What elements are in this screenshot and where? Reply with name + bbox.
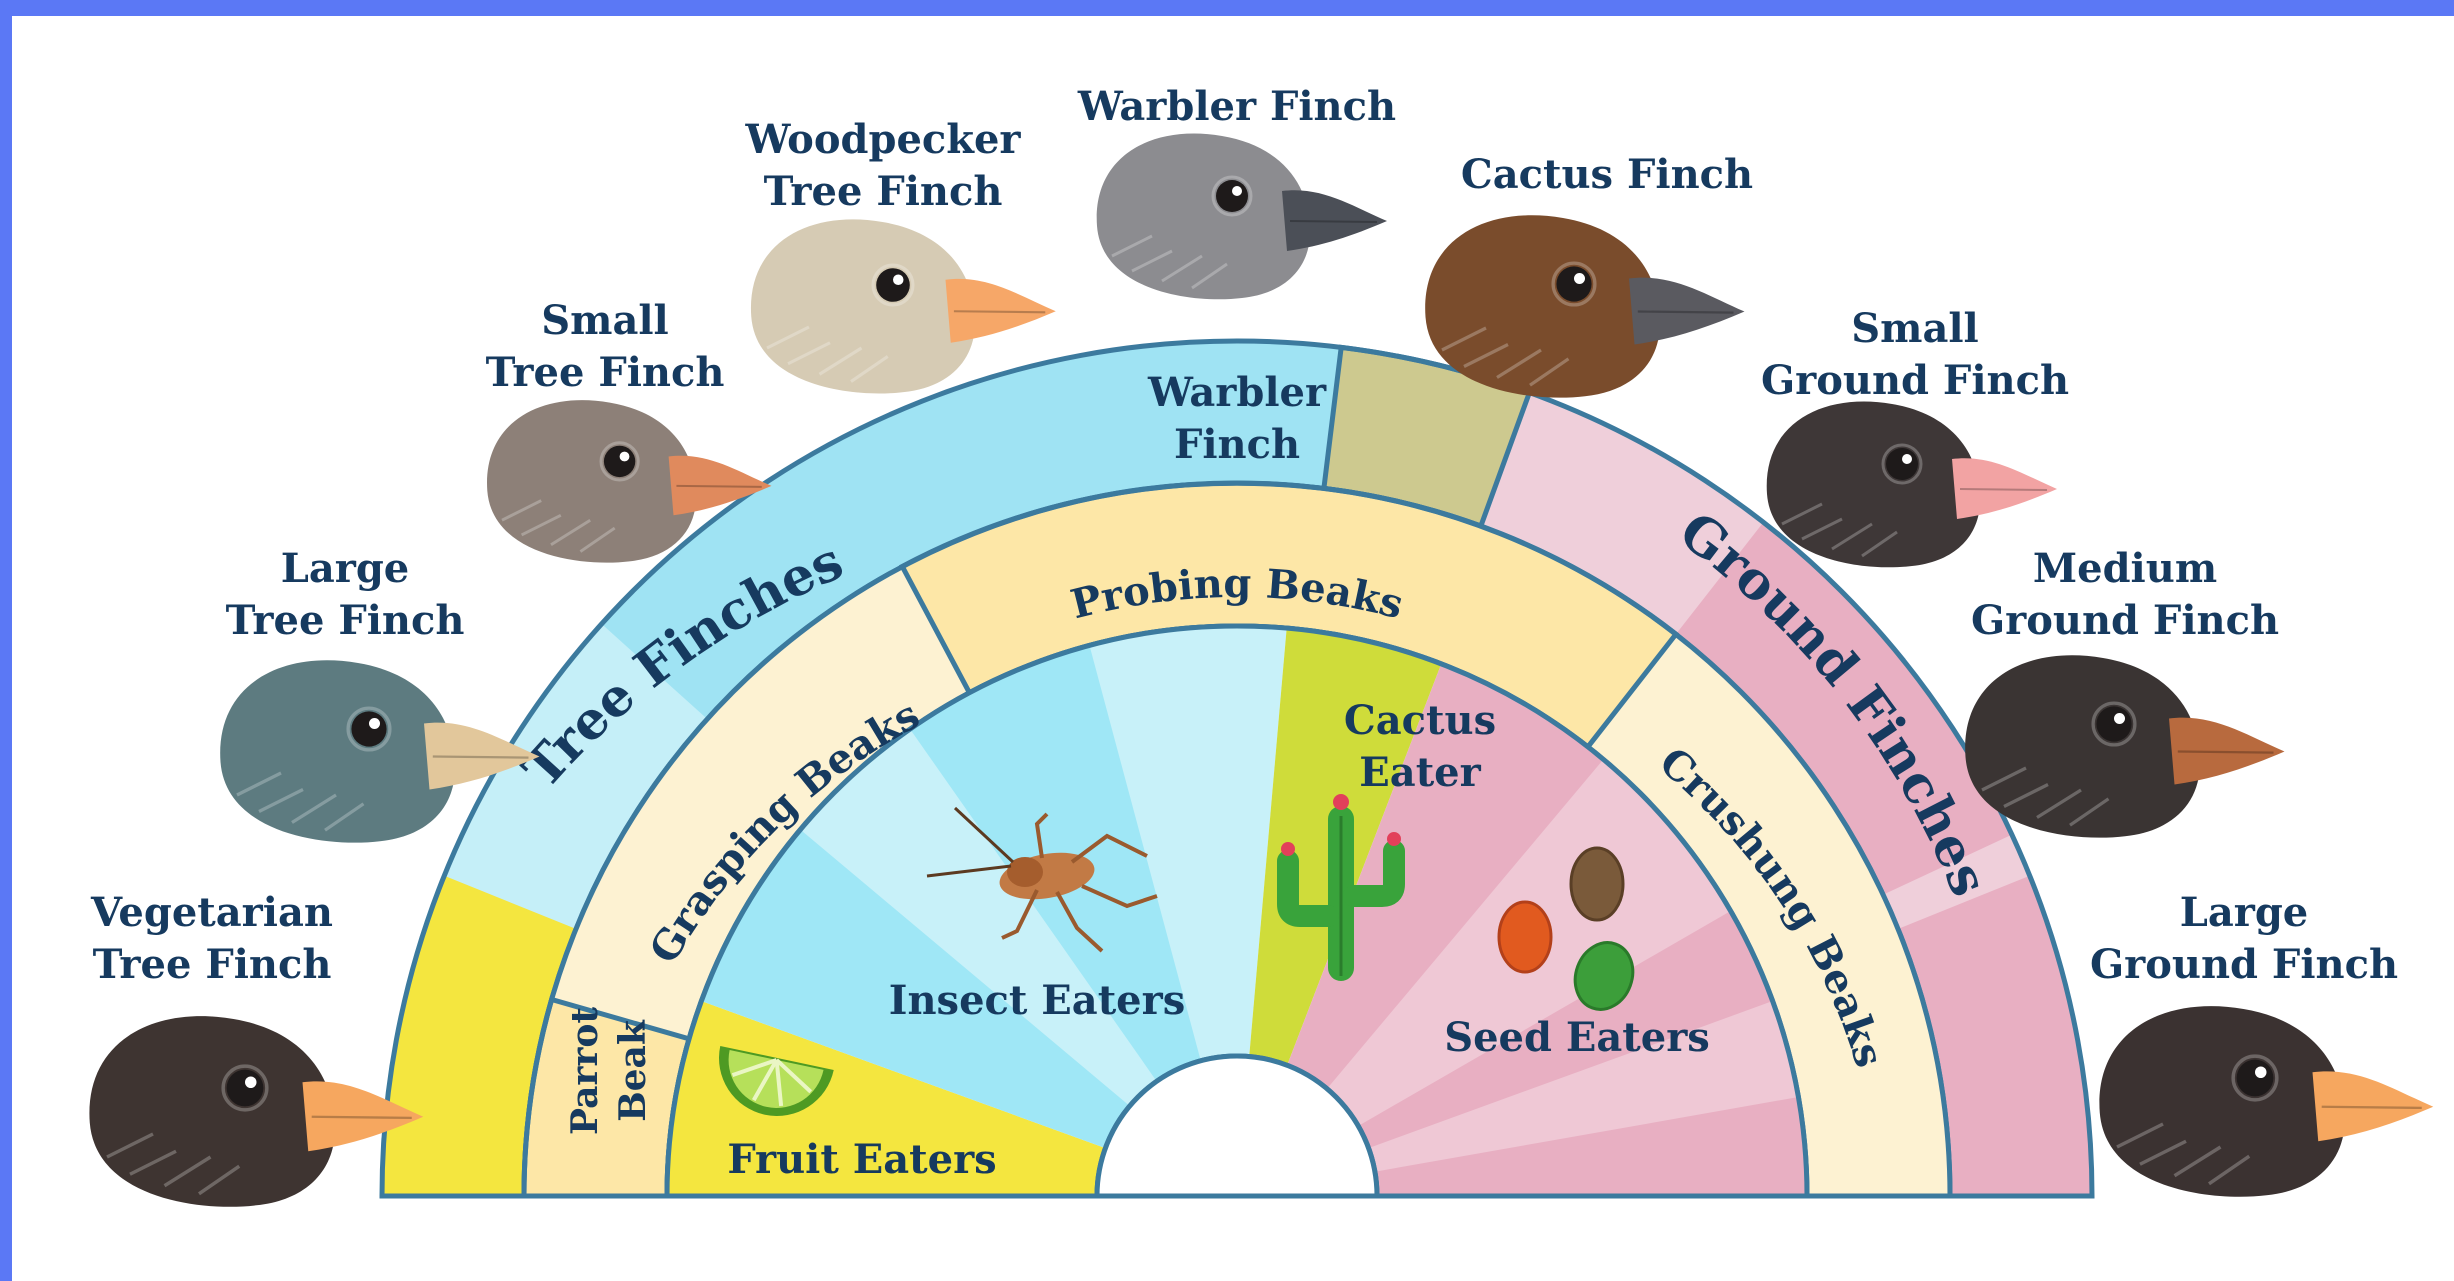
finch-name-line2: Ground Finch (2090, 941, 2398, 988)
finch-beak-diagram: Tree Finches Ground Finches Grasping Bea… (12, 16, 2454, 1281)
seed-eaters-label: Seed Eaters (1444, 1014, 1710, 1061)
finch-name-line1: Small (541, 297, 669, 344)
cactus-eater-label-line2: Eater (1359, 749, 1481, 796)
insect-eaters-label: Insect Eaters (889, 977, 1185, 1024)
finch-head-icon (1425, 215, 1744, 397)
finch-name-line2: Tree Finch (486, 349, 725, 396)
finch-name-line1: Large (2180, 889, 2309, 936)
warbler-ring-label-line1: Warbler (1147, 369, 1327, 416)
parrot-label-line2: Beak (612, 1019, 654, 1122)
finch-name-line1: Small (1851, 305, 1979, 352)
fruit-eaters-label: Fruit Eaters (727, 1136, 996, 1183)
finch-head-icon (2099, 1006, 2433, 1197)
finch-name-line1: Woodpecker (745, 116, 1022, 163)
warbler-ring-label-line2: Finch (1174, 421, 1300, 468)
finch-name-line2: Ground Finch (1761, 357, 2069, 404)
finch-head-icon (1767, 402, 2057, 568)
finch-name-line1: Medium (2033, 545, 2217, 592)
finch-name-line2: Tree Finch (226, 597, 465, 644)
finch-head-icon (751, 219, 1056, 393)
parrot-label-line1: Parrot (564, 1007, 606, 1135)
cactus-eater-label-line1: Cactus (1344, 697, 1496, 744)
finch-head-icon (1965, 655, 2284, 837)
finch-name-line1: Large (281, 545, 410, 592)
finch-head-icon (89, 1016, 423, 1207)
finch-name-line1: Cactus Finch (1461, 151, 1753, 198)
finch-name-line1: Warbler Finch (1077, 83, 1396, 130)
finch-head-icon (1097, 134, 1387, 300)
finch-diagram-canvas: Tree Finches Ground Finches Grasping Bea… (12, 16, 2454, 1281)
finch-name-line2: Tree Finch (93, 941, 332, 988)
finch-name-line2: Tree Finch (764, 168, 1003, 215)
finch-name-line1: Vegetarian (90, 889, 333, 936)
finch-name-line2: Ground Finch (1971, 597, 2279, 644)
